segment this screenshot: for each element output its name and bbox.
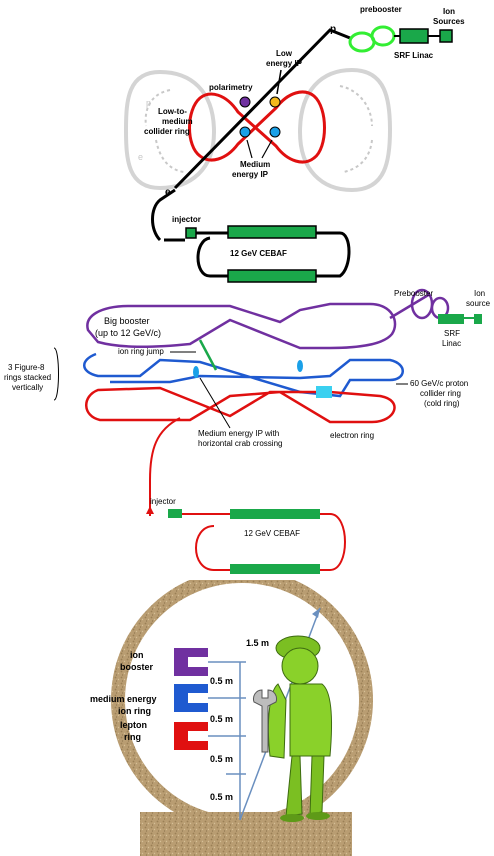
- proton-ring-label-2: collider ring: [420, 389, 461, 398]
- srf-linac-box: [438, 314, 464, 324]
- low-ip-label-1: Low: [276, 49, 293, 58]
- medium-ip-arrow-left: [246, 139, 253, 159]
- med-ion-label-1: medium energy: [90, 694, 157, 704]
- proton-collider-ring: [83, 352, 404, 398]
- ghost-p-label: p: [146, 98, 151, 108]
- ion-booster-magnet: [174, 648, 208, 676]
- proton-ring-label-3: (cold ring): [424, 399, 460, 408]
- dim-0-5m-label-a: 0.5 m: [210, 676, 233, 686]
- prebooster-loop: [348, 25, 396, 53]
- booster-transfer-line: [389, 292, 431, 320]
- ghost-ring-left: [123, 69, 217, 191]
- medium-ip-detector: [316, 386, 332, 398]
- injector-label: injector: [150, 497, 176, 506]
- polarimetry-marker: [239, 96, 251, 108]
- ion-source-box: [439, 29, 453, 43]
- medium-ip-marker-left: [239, 126, 251, 138]
- injector-label: injector: [172, 215, 201, 224]
- ion-source-label-2: source: [466, 299, 491, 308]
- electron-transfer-arrow: [146, 506, 154, 514]
- ion-ring-jump-line: [198, 339, 218, 371]
- cebaf-linac-bottom: [230, 564, 320, 574]
- stacked-label-3: vertically: [12, 383, 43, 392]
- mip-pointer: [199, 377, 231, 429]
- stacked-bracket: [53, 347, 59, 401]
- injector-box: [168, 509, 182, 518]
- ghost-ring-right: [297, 67, 393, 193]
- medium-ip-arrow-right: [261, 139, 273, 159]
- medium-ip-label-1: Medium: [240, 160, 270, 169]
- polarimetry-label: polarimetry: [209, 83, 253, 92]
- cebaf-label: 12 GeV CEBAF: [230, 249, 287, 258]
- low-energy-ip-marker: [269, 96, 281, 108]
- medium-ip-crab-right: [297, 360, 303, 372]
- beam-lines: [151, 28, 351, 242]
- wrench-icon: [253, 689, 277, 753]
- dim-1-5m-label: 1.5 m: [246, 638, 269, 648]
- medium-ip-marker-right: [269, 126, 281, 138]
- tunnel-cross-section: ion booster medium energy ion ring lepto…: [90, 580, 373, 856]
- ion-sources-label-1: Ion: [443, 7, 455, 16]
- medium-ip-crab-left: [193, 366, 199, 378]
- dim-0-5m-label-d: 0.5 m: [210, 792, 233, 802]
- med-ion-label-2: ion ring: [118, 706, 151, 716]
- low-ip-arrow: [276, 69, 282, 95]
- p-label: p: [330, 24, 336, 35]
- prebooster-label: Prebooster: [394, 289, 433, 298]
- collider-ring-label-2: medium: [162, 117, 193, 126]
- collider-ring-label-3: collider ring: [144, 127, 190, 136]
- srf-linac-label: SRF Linac: [394, 51, 434, 60]
- big-booster-ring: [86, 302, 397, 350]
- lepton-ring-magnet: [174, 722, 208, 750]
- cebaf-linac-bottom: [227, 269, 317, 283]
- mip-label-1: Medium energy IP with: [198, 429, 279, 438]
- cebaf-linac-top: [230, 509, 320, 519]
- dim-0-5m-label-c: 0.5 m: [210, 754, 233, 764]
- ion-ring-jump-label: ion ring jump: [118, 347, 164, 356]
- worker-figure: [267, 635, 333, 822]
- collider-ring-label-1: Low-to-: [158, 107, 187, 116]
- electron-transfer-line: [149, 417, 181, 516]
- dim-arrow-top: [312, 608, 320, 618]
- srf-label-1: SRF: [444, 329, 460, 338]
- lepton-label-2: ring: [124, 732, 141, 742]
- proton-ring-label-1: 60 GeV/c proton: [410, 379, 468, 388]
- stacked-label-1: 3 Figure-8: [8, 363, 45, 372]
- ion-source-box: [474, 314, 482, 324]
- ghost-arrows: [144, 85, 373, 173]
- srf-linac-box: [399, 28, 429, 44]
- ion-sources-label-2: Sources: [433, 17, 465, 26]
- prebooster-label: prebooster: [360, 5, 402, 14]
- medium-ip-label-2: energy IP: [232, 170, 269, 179]
- mip-label-2: horizontal crab crossing: [198, 439, 282, 448]
- ghost-e-label: e: [138, 152, 143, 162]
- ion-ring-magnet: [174, 684, 208, 712]
- big-booster-label-2: (up to 12 GeV/c): [95, 328, 161, 338]
- lepton-label-1: lepton: [120, 720, 147, 730]
- electron-ring-label: electron ring: [330, 431, 374, 440]
- ion-booster-label-1: ion: [130, 650, 144, 660]
- electron-collider-ring: [85, 386, 396, 424]
- collider-ring-figure8: [188, 90, 326, 164]
- big-booster-label-1: Big booster: [104, 316, 150, 326]
- cebaf-linac-top: [227, 225, 317, 239]
- stacked-label-2: rings stacked: [4, 373, 51, 382]
- ion-booster-label-2: booster: [120, 662, 154, 672]
- low-ip-label-2: energy IP: [266, 59, 303, 68]
- e-label: e: [165, 187, 171, 198]
- top-diagram: p e p e prebooster SRF Linac Ion Sources…: [123, 5, 465, 283]
- ion-source-label-1: Ion: [474, 289, 485, 298]
- dim-0-5m-label-b: 0.5 m: [210, 714, 233, 724]
- cebaf-label: 12 GeV CEBAF: [244, 529, 300, 538]
- cebaf-racetrack: [182, 513, 346, 571]
- middle-diagram: Prebooster SRF Linac Ion source Big boos…: [4, 288, 491, 574]
- srf-label-2: Linac: [442, 339, 461, 348]
- injector-box: [185, 227, 197, 239]
